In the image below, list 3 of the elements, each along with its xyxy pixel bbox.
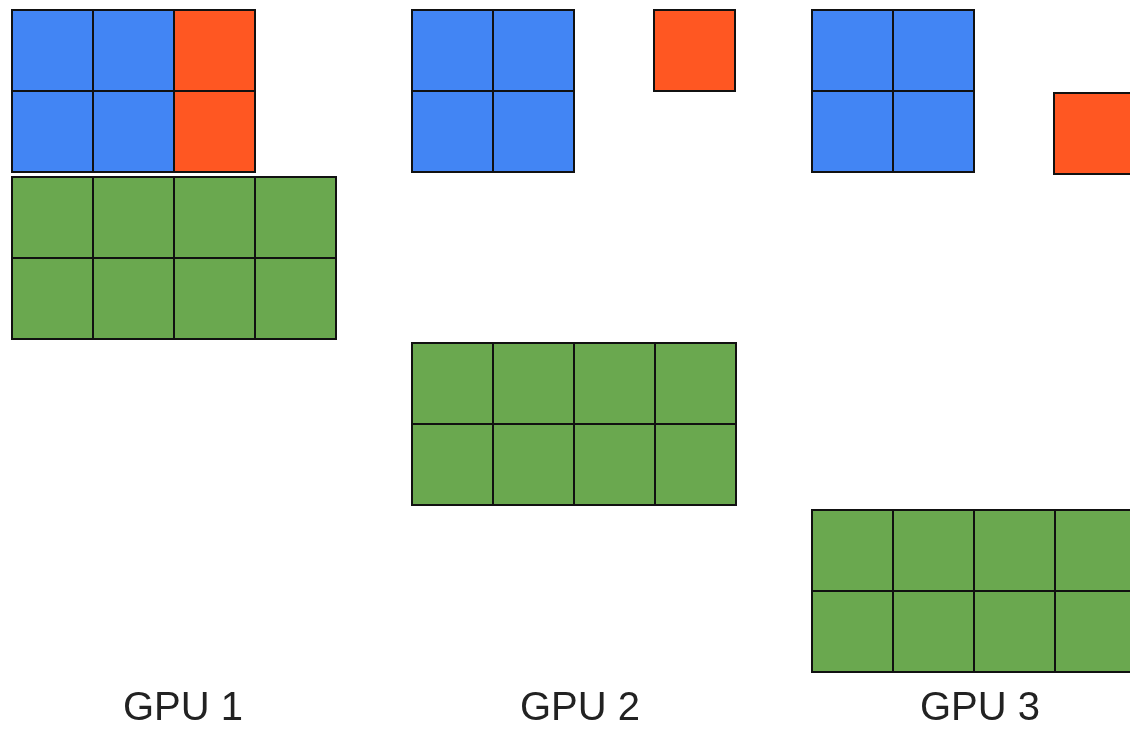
gpu-label: GPU 3 (920, 684, 1040, 729)
gpu-label: GPU 2 (520, 684, 640, 729)
gpu-label: GPU 1 (123, 684, 243, 729)
